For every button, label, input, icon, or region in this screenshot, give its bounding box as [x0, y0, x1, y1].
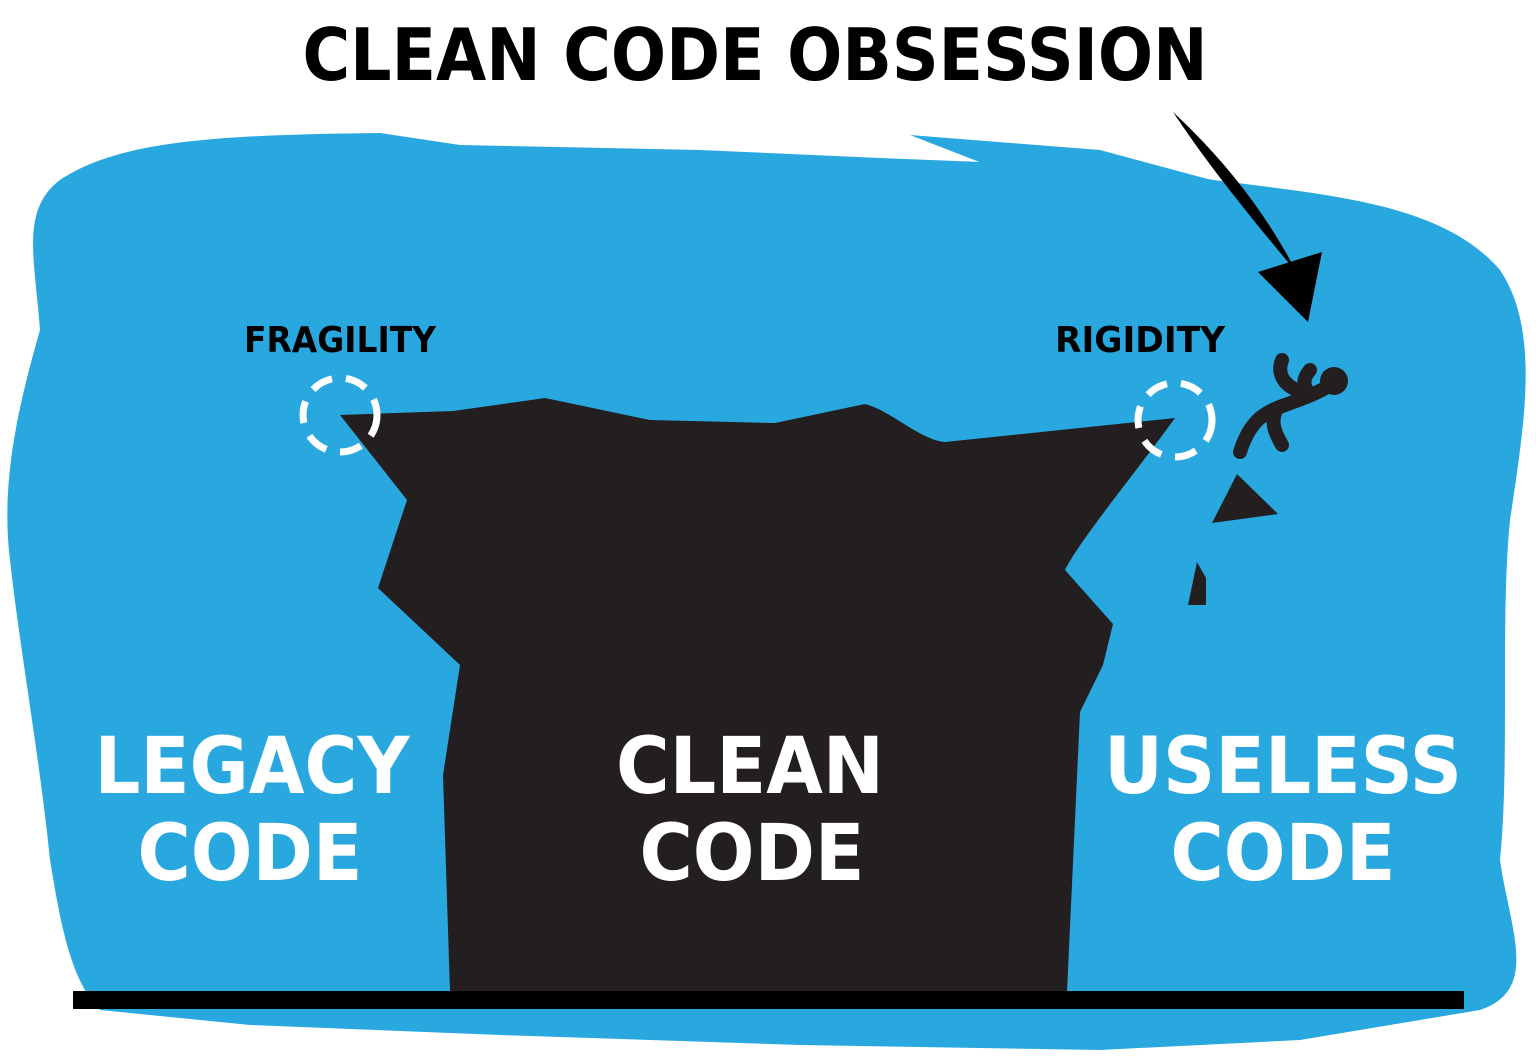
- useless-code-label-line2: CODE: [1171, 809, 1396, 899]
- arrow-to-figure-icon: [1173, 112, 1322, 322]
- useless-code-label-line1: USELESS: [1104, 722, 1462, 812]
- falling-rock-small: [1188, 562, 1206, 605]
- clean-code-label-line2: CODE: [640, 809, 865, 899]
- falling-stick-figure-icon: [1233, 353, 1348, 459]
- diagram-title: CLEAN CODE OBSESSION: [303, 13, 1208, 97]
- legacy-code-label-line2: CODE: [138, 809, 363, 899]
- fragility-label: FRAGILITY: [244, 320, 437, 361]
- rigidity-label: RIGIDITY: [1055, 320, 1226, 361]
- fragility-marker-circle: [299, 374, 381, 456]
- legacy-code-label-line1: LEGACY: [95, 722, 411, 812]
- clean-code-cliff: [340, 398, 1175, 992]
- rigidity-marker-circle: [1134, 379, 1216, 461]
- brush-streak: [910, 135, 1230, 185]
- clean-code-label-line1: CLEAN: [616, 722, 884, 812]
- falling-rock-large: [1212, 474, 1278, 523]
